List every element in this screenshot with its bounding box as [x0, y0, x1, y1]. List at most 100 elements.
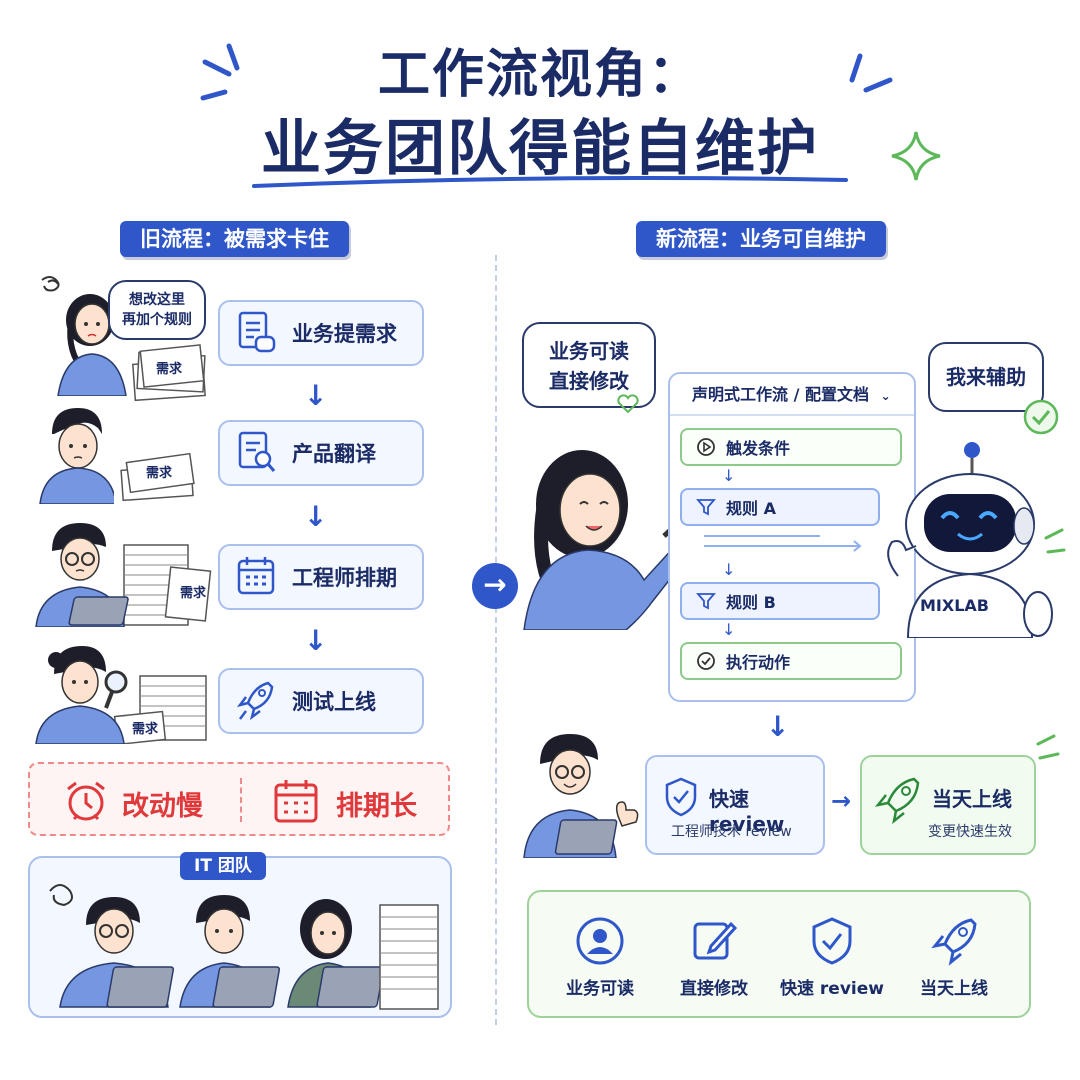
paper-label: 需求 — [180, 586, 207, 601]
rocket-icon — [931, 918, 977, 966]
problem-long-schedule: 排期长 — [336, 791, 417, 822]
step-business-request: 业务提需求 — [218, 300, 424, 366]
star-sparkle-icon — [891, 131, 941, 181]
play-icon — [697, 438, 715, 456]
summary-edit: 直接修改 — [659, 916, 769, 999]
engineer-thumbs-up-illustration — [523, 734, 639, 858]
summary-box: 业务可读 直接修改 快速 review 当天上线 — [527, 890, 1031, 1018]
problem-divider — [240, 778, 242, 822]
step-label: 业务提需求 — [292, 322, 397, 346]
sparkle-lines-icon — [200, 43, 240, 101]
step-engineer-schedule: 工程师排期 — [218, 544, 424, 610]
filter-icon — [696, 499, 716, 516]
user-speech-line1: 业务可读 — [549, 339, 629, 363]
speech-bubble-old: 想改这里 再加个规则 — [108, 280, 206, 340]
wf-node-action[interactable]: 执行动作 — [680, 642, 902, 680]
new-flow-tag: 新流程：业务可自维护 — [636, 221, 886, 257]
connector-lines — [704, 535, 862, 552]
arrow-down-icon: ↓ — [722, 620, 736, 639]
paper-stack-icon — [132, 344, 206, 402]
user-speech-line2: 直接修改 — [549, 369, 629, 393]
step-label: 测试上线 — [292, 690, 376, 714]
page-title-line1: 工作流视角： — [377, 45, 702, 105]
page-title-line2: 业务团队得能自维护 — [261, 114, 819, 184]
step-label: 产品翻译 — [292, 442, 376, 466]
arrow-down-icon: ↓ — [304, 500, 328, 533]
step-product-translate: 产品翻译 — [218, 420, 424, 486]
business-woman-illustration — [41, 276, 127, 396]
product-man-illustration — [39, 408, 114, 504]
chevron-down-icon: ⌄ — [880, 389, 891, 403]
speech-line2: 再加个规则 — [122, 312, 192, 328]
paper-label: 需求 — [132, 722, 159, 737]
robot-name-label: MIXLAB — [920, 596, 989, 615]
review-card: 快速 review 工程师技术 review — [645, 755, 825, 855]
wf-node-rule-b[interactable]: 规则 B — [680, 582, 880, 620]
title-underline — [252, 176, 848, 188]
summary-readable: 业务可读 — [545, 916, 655, 999]
calendar-icon — [237, 557, 275, 595]
calendar-icon — [274, 780, 318, 823]
user-icon — [576, 917, 624, 965]
check-circle-icon — [1023, 399, 1059, 435]
summary-review: 快速 review — [777, 916, 887, 999]
launch-subtitle: 变更快速生效 — [928, 824, 1012, 840]
heart-icon — [617, 394, 639, 414]
problem-slow-change: 改动慢 — [122, 791, 203, 822]
sparkle-lines-icon — [849, 53, 893, 93]
arrow-right-icon: → — [831, 787, 852, 815]
wf-node-trigger[interactable]: 触发条件 — [680, 428, 902, 466]
arrow-down-icon: ↓ — [304, 379, 328, 412]
review-title: 快速 review — [709, 787, 785, 836]
arrow-down-icon: ↓ — [304, 624, 328, 657]
arrow-down-icon: ↓ — [766, 710, 790, 743]
robot-assistant-illustration — [887, 442, 1053, 638]
check-circle-icon — [697, 652, 715, 670]
sparkle-lines-icon — [1036, 734, 1060, 760]
summary-label: 当天上线 — [920, 979, 988, 999]
arrow-down-icon: ↓ — [722, 560, 736, 579]
launch-title: 当天上线 — [932, 787, 1012, 811]
rocket-icon — [874, 777, 920, 825]
problem-box — [28, 762, 450, 836]
step-label: 工程师排期 — [292, 566, 397, 590]
arrow-right-icon: → — [472, 563, 518, 609]
paper-stack-icon — [120, 452, 195, 502]
speech-bubble-robot: 我来辅助 — [928, 342, 1044, 412]
launch-card: 当天上线 变更快速生效 — [860, 755, 1036, 855]
paper-label: 需求 — [146, 466, 173, 481]
paper-label: 需求 — [156, 362, 183, 377]
speech-bubble-user: 业务可读 直接修改 — [522, 322, 656, 408]
section-divider — [495, 255, 497, 1025]
tester-illustration — [35, 646, 207, 744]
review-subtitle: 工程师技术 review — [671, 824, 792, 840]
summary-launch: 当天上线 — [899, 916, 1009, 999]
doc-header[interactable]: 声明式工作流 / 配置文档 ⌄ — [670, 374, 914, 416]
speech-line1: 想改这里 — [129, 292, 185, 308]
summary-label: 业务可读 — [566, 979, 634, 999]
business-user-illustration — [523, 450, 698, 630]
engineer-illustration — [35, 523, 212, 627]
step-test-launch: 测试上线 — [218, 668, 424, 734]
wf-node-label: 执行动作 — [726, 653, 791, 672]
wf-node-label: 规则 A — [726, 499, 776, 518]
old-flow-tag: 旧流程：被需求卡住 — [120, 221, 349, 257]
summary-label: 直接修改 — [680, 979, 748, 999]
wf-node-label: 触发条件 — [726, 439, 791, 458]
shield-check-icon — [812, 917, 852, 965]
wf-node-label: 规则 B — [726, 593, 776, 612]
wf-node-rule-a[interactable]: 规则 A — [680, 488, 880, 526]
edit-icon — [693, 921, 738, 960]
filter-icon — [696, 593, 716, 610]
document-search-icon — [238, 431, 276, 472]
it-team-label: IT 团队 — [180, 852, 266, 880]
alarm-clock-icon — [67, 781, 105, 821]
it-team-illustration — [49, 884, 439, 1010]
document-chat-icon — [238, 311, 276, 353]
rocket-icon — [236, 681, 274, 721]
doc-header-label: 声明式工作流 / 配置文档 — [692, 385, 869, 404]
arrow-down-icon: ↓ — [722, 466, 736, 485]
summary-label: 快速 review — [780, 979, 884, 999]
sparkle-lines-icon — [1044, 528, 1066, 554]
shield-check-icon — [665, 777, 697, 817]
